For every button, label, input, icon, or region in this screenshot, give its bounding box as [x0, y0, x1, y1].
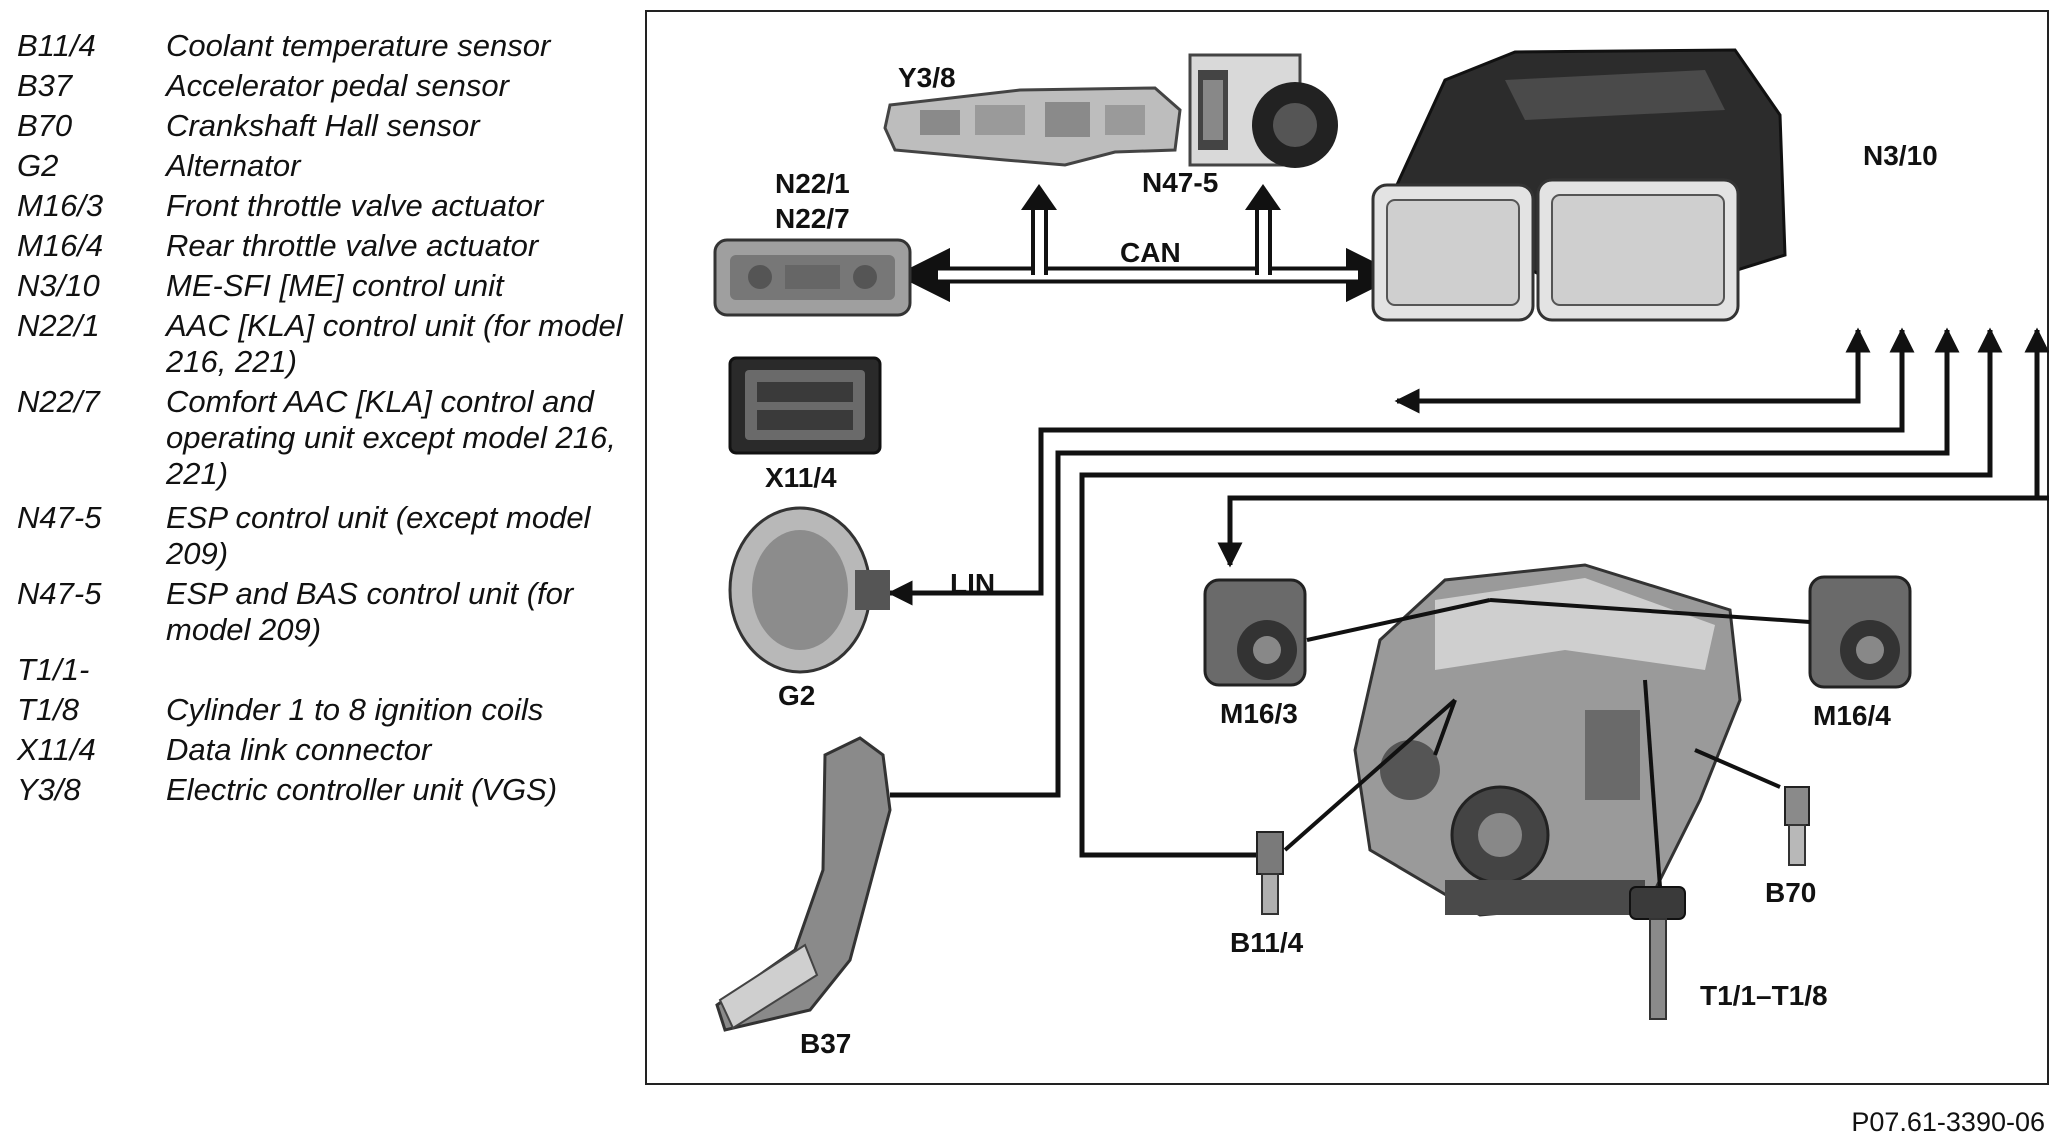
wiring	[887, 327, 2049, 858]
legend-code: B70	[17, 108, 73, 143]
can-bus: CAN	[895, 184, 1401, 303]
n22-7-label: N22/7	[775, 203, 850, 234]
legend-code: B11/4	[17, 28, 96, 63]
leader-lines	[1283, 598, 1811, 888]
n22-1-label: N22/1	[775, 168, 850, 199]
y3-8-controller-image: Y3/8	[883, 62, 1182, 167]
legend-description: Coolant temperature sensor	[166, 28, 551, 63]
n47-5-esp-image: N47-5	[1142, 53, 1338, 198]
legend-description: Electric controller unit (VGS)	[166, 772, 558, 807]
wire-x11-4	[1394, 327, 1871, 414]
wire-throttle	[1217, 495, 2049, 568]
legend-description: Cylinder 1 to 8 ignition coils	[166, 692, 544, 727]
legend-code: X11/4	[17, 732, 96, 767]
legend-description: ESP and BAS control unit (for model 209)	[166, 576, 574, 647]
legend-description: Accelerator pedal sensor	[166, 68, 509, 103]
legend-code: G2	[17, 148, 59, 183]
b11-4-coolant-sensor-image: B11/4	[1230, 831, 1304, 958]
legend-description: ME-SFI [ME] control unit	[166, 268, 504, 303]
g2-label: G2	[778, 680, 815, 711]
legend-code: N22/7	[17, 384, 100, 419]
b37-label: B37	[800, 1028, 851, 1059]
x11-4-label: X11/4	[765, 462, 837, 493]
wire-lin-g2	[887, 327, 1915, 606]
legend-code: N47-5	[17, 576, 102, 611]
n22-aac-unit-image: N22/1 N22/7	[713, 168, 912, 317]
b70-label: B70	[1765, 877, 1816, 908]
legend-code: T1/8	[17, 692, 80, 727]
n3-10-ecu-image: N3/10	[1371, 48, 1938, 322]
network-diagram: CAN Y3/8 N47-5 N3/10 N22/1 N22/7	[713, 48, 2049, 1059]
legend-description: AAC [KLA] control unit (for model 216, 2…	[166, 308, 623, 379]
m16-3-label: M16/3	[1220, 698, 1298, 729]
figure-code: P07.61-3390-06	[1851, 1107, 2045, 1137]
m16-4-label: M16/4	[1813, 700, 1891, 731]
m16-3-throttle-actuator-image: M16/3	[1203, 578, 1307, 729]
legend-code: M16/4	[17, 228, 104, 263]
legend-code: T1/1-	[17, 652, 90, 687]
wire-b11-4	[1079, 327, 2003, 858]
b37-accelerator-pedal-image: B37	[715, 736, 892, 1059]
can-label: CAN	[1120, 237, 1181, 268]
y3-8-label: Y3/8	[898, 62, 956, 93]
legend-description: Front throttle valve actuator	[166, 188, 544, 223]
g2-alternator-image: G2 LIN	[728, 506, 995, 711]
legend-description: ESP control unit (except model 209)	[166, 500, 591, 571]
t1-label: T1/1–T1/8	[1700, 980, 1828, 1011]
legend-code: M16/3	[17, 188, 104, 223]
lin-label: LIN	[950, 568, 995, 599]
t1-ignition-coil-image: T1/1–T1/8	[1629, 886, 1828, 1020]
m16-4-throttle-actuator-image: M16/4	[1808, 575, 1912, 731]
legend-code: N22/1	[17, 308, 100, 343]
legend-description: Rear throttle valve actuator	[166, 228, 539, 263]
x11-4-connector-image: X11/4	[728, 356, 882, 493]
b11-4-label: B11/4	[1230, 927, 1304, 958]
n47-5-label: N47-5	[1142, 167, 1218, 198]
n3-10-label: N3/10	[1863, 140, 1938, 171]
legend-code: B37	[17, 68, 73, 103]
wire-b37	[890, 327, 1960, 798]
legend-description: Data link connector	[166, 732, 432, 767]
legend-code: N3/10	[17, 268, 100, 303]
legend-code: N47-5	[17, 500, 102, 535]
legend-code: Y3/8	[17, 772, 81, 807]
legend-description: Crankshaft Hall sensor	[166, 108, 480, 143]
legend-description: Alternator	[166, 148, 301, 183]
legend-description: Comfort AAC [KLA] control and operating …	[166, 384, 616, 491]
b70-crank-sensor-image: B70	[1765, 786, 1816, 908]
